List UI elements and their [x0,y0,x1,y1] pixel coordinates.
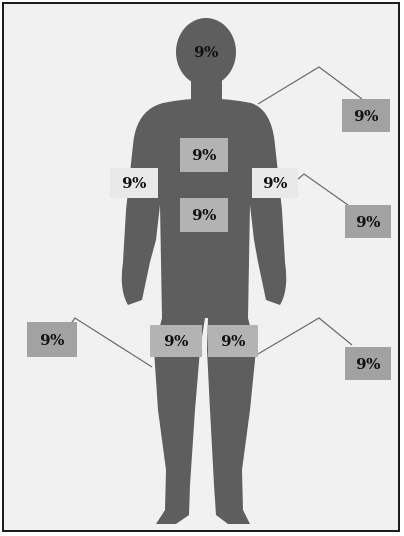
right-arm-percentage-label: 9% [252,168,298,198]
right-thigh-percentage-label: 9% [208,325,258,357]
abdomen-percentage-label: 9% [180,198,228,232]
chest-percentage-label: 9% [180,138,228,172]
back-upper-percentage-label: 9% [342,99,390,132]
left-leg-back-percentage-label: 9% [27,322,77,357]
head-percentage-label: 9% [188,40,224,64]
back-lower-percentage-label: 9% [345,205,391,238]
leader-line-left-leg-back [66,318,152,367]
left-arm-percentage-label: 9% [110,168,158,198]
leader-line-right-leg-back [258,318,352,354]
right-leg-back-percentage-label: 9% [345,347,391,380]
left-thigh-percentage-label: 9% [150,325,202,357]
